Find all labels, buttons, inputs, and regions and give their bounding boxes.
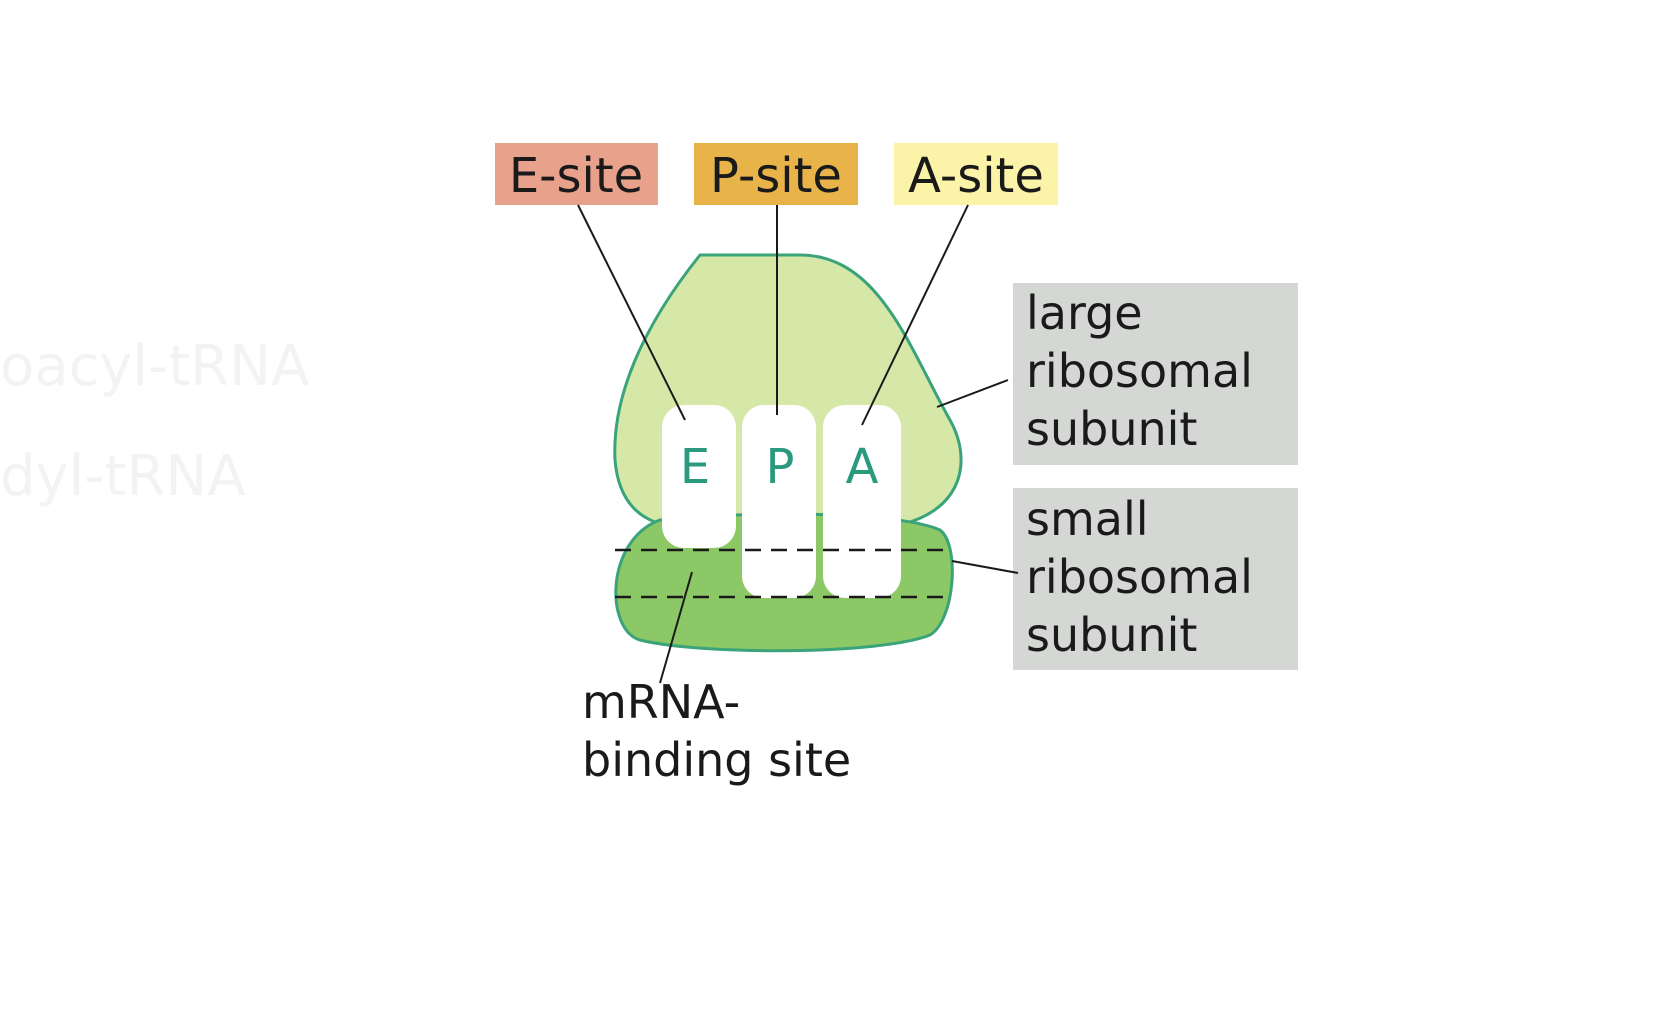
large-subunit-label-line1: large <box>1026 286 1143 340</box>
small-subunit-label-box <box>1013 488 1298 670</box>
a-site-label: A-site <box>908 148 1044 204</box>
e-site-label-box <box>495 143 658 205</box>
large-subunit-leader <box>936 379 1009 408</box>
faint-text-2: dyl-tRNA <box>0 444 246 509</box>
mrna-label-line1: mRNA- <box>582 675 740 729</box>
slot-letter-e: E <box>680 439 710 495</box>
a-site-leader <box>861 204 969 426</box>
p-slot <box>742 405 816 598</box>
faint-text-1: oacyl-tRNA <box>0 334 309 399</box>
mrna-leader <box>659 571 693 684</box>
large-subunit-label-box <box>1013 283 1298 465</box>
p-site-label-box <box>694 143 858 205</box>
large-subunit-label-line2: ribosomal <box>1026 344 1253 398</box>
small-subunit-leader <box>951 560 1019 574</box>
small-subunit-label-line2: ribosomal <box>1026 550 1253 604</box>
small-subunit-label-line1: small <box>1026 492 1149 546</box>
e-slot <box>662 405 736 548</box>
small-subunit-label-line3: subunit <box>1026 608 1197 662</box>
large-subunit-label-line3: subunit <box>1026 402 1197 456</box>
slot-letter-p: P <box>766 439 795 495</box>
a-site-label-box <box>894 143 1058 205</box>
p-site-label: P-site <box>710 148 842 204</box>
mrna-label-line2: binding site <box>582 733 851 787</box>
e-site-leader <box>577 204 686 421</box>
e-site-label: E-site <box>509 148 643 204</box>
a-slot <box>823 405 901 598</box>
slot-letter-a: A <box>846 439 879 495</box>
